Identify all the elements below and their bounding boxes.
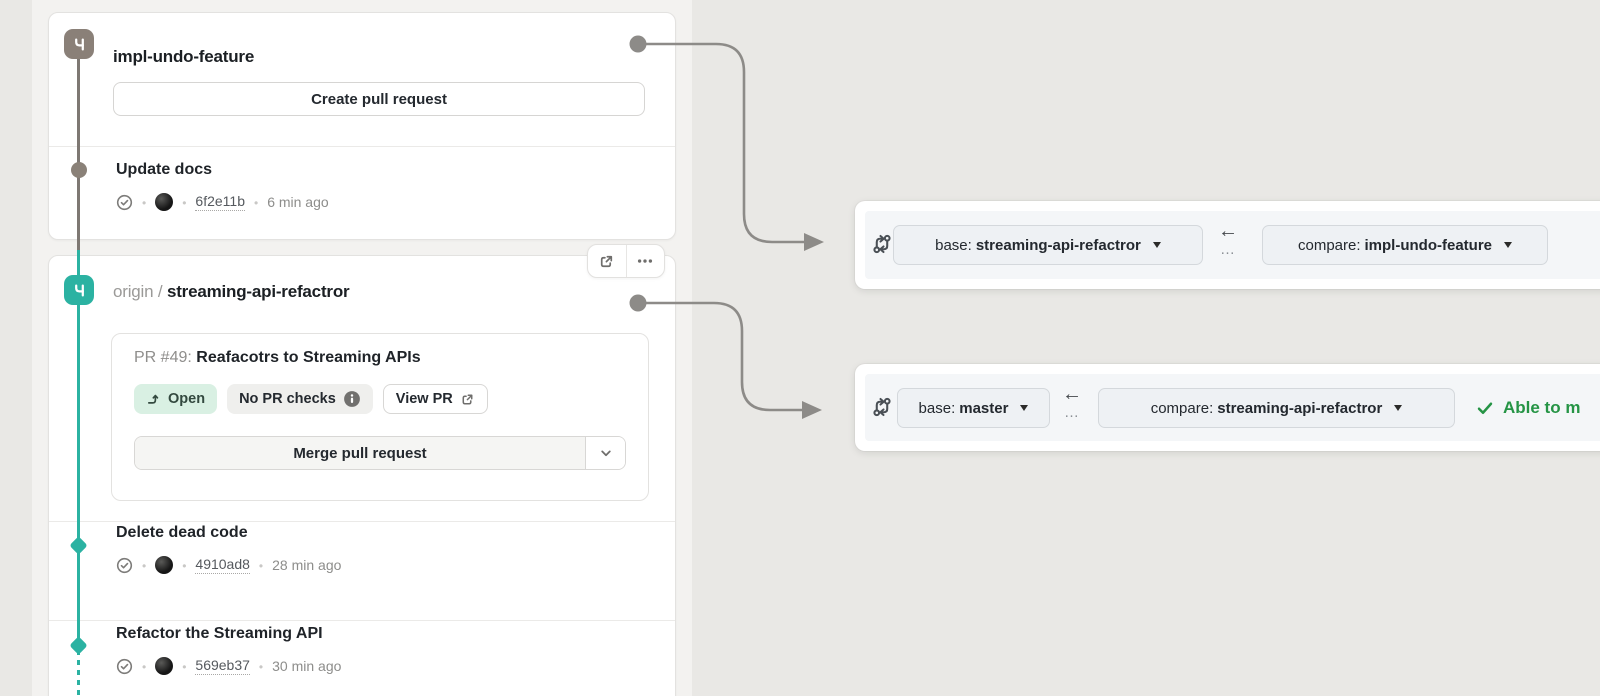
view-pr-label: View PR bbox=[395, 391, 453, 407]
pr-status-label: Open bbox=[168, 391, 206, 407]
compare-value: streaming-api-refactror bbox=[1217, 399, 1383, 417]
meta-separator bbox=[142, 194, 146, 210]
swap-direction-control[interactable]: ← … bbox=[1057, 384, 1087, 420]
base-label: base: bbox=[935, 236, 972, 254]
pr-checks-label: No PR checks bbox=[239, 391, 336, 407]
commit-hash-link[interactable]: 4910ad8 bbox=[195, 556, 250, 574]
merge-pull-request-split-button[interactable]: Merge pull request bbox=[134, 436, 626, 470]
card-divider bbox=[49, 146, 675, 147]
meta-separator bbox=[182, 557, 186, 573]
ellipsis-icon bbox=[638, 259, 653, 263]
compare-bar-1: base: streaming-api-refactror ← … compar… bbox=[855, 201, 1600, 289]
compare-branch-dropdown[interactable]: compare: impl-undo-feature bbox=[1262, 225, 1548, 265]
base-branch-dropdown[interactable]: base: master bbox=[897, 388, 1050, 428]
merge-check-icon bbox=[1477, 402, 1493, 414]
compare-label: compare: bbox=[1150, 399, 1214, 417]
caret-down-icon bbox=[1394, 405, 1403, 411]
pr-status-badge: Open bbox=[134, 384, 218, 414]
branch-card-local: impl-undo-feature Create pull request Up… bbox=[48, 12, 676, 240]
swap-arrow-icon: ← bbox=[1218, 220, 1238, 242]
caret-down-icon bbox=[1152, 242, 1161, 248]
meta-separator bbox=[254, 194, 258, 210]
compare-value: impl-undo-feature bbox=[1364, 236, 1493, 254]
more-options-button[interactable] bbox=[625, 245, 664, 277]
merge-options-button[interactable] bbox=[586, 437, 625, 469]
base-label: base: bbox=[918, 399, 956, 417]
compare-label: compare: bbox=[1297, 236, 1361, 254]
merge-status: Able to m bbox=[1475, 364, 1580, 452]
compare-icon bbox=[873, 234, 891, 254]
caret-down-icon bbox=[1020, 405, 1029, 411]
commit-row[interactable]: Update docs 6f2e11b 6 min ago bbox=[116, 161, 329, 211]
branch-lane-panel: impl-undo-feature Create pull request Up… bbox=[32, 0, 692, 696]
pull-request-box: PR #49: Reafacotrs to Streaming APIs Ope… bbox=[111, 333, 649, 501]
meta-separator bbox=[182, 194, 186, 210]
base-value: master bbox=[959, 399, 1009, 417]
check-circle-icon bbox=[116, 658, 133, 674]
commit-time: 28 min ago bbox=[272, 557, 342, 573]
commit-row[interactable]: Delete dead code 4910ad8 28 min ago bbox=[116, 524, 341, 574]
merge-status-label: Able to m bbox=[1503, 398, 1581, 417]
info-icon bbox=[343, 391, 360, 407]
create-pull-request-button[interactable]: Create pull request bbox=[113, 82, 645, 116]
commit-hash-link[interactable]: 569eb37 bbox=[195, 657, 250, 675]
commit-hash-link[interactable]: 6f2e11b bbox=[195, 193, 245, 211]
avatar bbox=[155, 193, 174, 211]
external-link-icon bbox=[601, 255, 613, 267]
swap-arrow-icon: ← bbox=[1062, 383, 1082, 405]
swap-dots-icon: … bbox=[1064, 404, 1080, 421]
meta-separator bbox=[182, 658, 186, 674]
merge-pull-request-button[interactable]: Merge pull request bbox=[135, 437, 586, 469]
commit-title: Update docs bbox=[116, 161, 213, 178]
meta-separator bbox=[259, 557, 263, 573]
compare-branch-dropdown[interactable]: compare: streaming-api-refactror bbox=[1098, 388, 1455, 428]
check-circle-icon bbox=[116, 194, 133, 210]
branch-name-local: impl-undo-feature bbox=[113, 47, 255, 66]
chevron-down-icon bbox=[600, 450, 611, 457]
caret-down-icon bbox=[1504, 242, 1513, 248]
pr-title-line: PR #49: Reafacotrs to Streaming APIs bbox=[134, 349, 421, 367]
avatar bbox=[155, 556, 174, 574]
pr-title: Reafacotrs to Streaming APIs bbox=[196, 349, 421, 366]
branch-card-remote: origin / streaming-api-refactror PR #49:… bbox=[48, 244, 676, 696]
check-circle-icon bbox=[116, 557, 133, 573]
pr-number: PR #49: bbox=[134, 349, 192, 366]
view-pr-button[interactable]: View PR bbox=[382, 384, 488, 414]
external-link-icon bbox=[462, 394, 473, 404]
commit-time: 6 min ago bbox=[267, 194, 329, 210]
branch-name-text: streaming-api-refactror bbox=[166, 282, 350, 301]
meta-separator bbox=[142, 557, 146, 573]
meta-separator bbox=[142, 658, 146, 674]
card-divider bbox=[49, 521, 675, 522]
base-branch-dropdown[interactable]: base: streaming-api-refactror bbox=[893, 225, 1203, 265]
open-external-button[interactable] bbox=[588, 245, 626, 277]
card-action-group bbox=[587, 244, 665, 278]
swap-direction-control[interactable]: ← … bbox=[1213, 221, 1243, 257]
card-divider bbox=[49, 620, 675, 621]
commit-title: Refactor the Streaming API bbox=[116, 625, 323, 642]
meta-separator bbox=[259, 658, 263, 674]
commit-time: 30 min ago bbox=[272, 658, 342, 674]
commit-title: Delete dead code bbox=[116, 524, 248, 541]
compare-bar-2: base: master ← … compare: streaming-api-… bbox=[855, 364, 1600, 451]
branch-name-remote: origin / streaming-api-refactror bbox=[113, 282, 350, 302]
remote-prefix: origin / bbox=[113, 282, 163, 301]
swap-dots-icon: … bbox=[1220, 241, 1236, 258]
pr-open-icon bbox=[147, 394, 159, 404]
commit-row[interactable]: Refactor the Streaming API 569eb37 30 mi… bbox=[116, 625, 341, 675]
avatar bbox=[155, 657, 174, 675]
base-value: streaming-api-refactror bbox=[975, 236, 1141, 254]
pr-checks-badge: No PR checks bbox=[227, 384, 373, 414]
pr-badges-row: Open No PR checks View PR bbox=[134, 384, 488, 414]
compare-icon bbox=[873, 397, 891, 417]
